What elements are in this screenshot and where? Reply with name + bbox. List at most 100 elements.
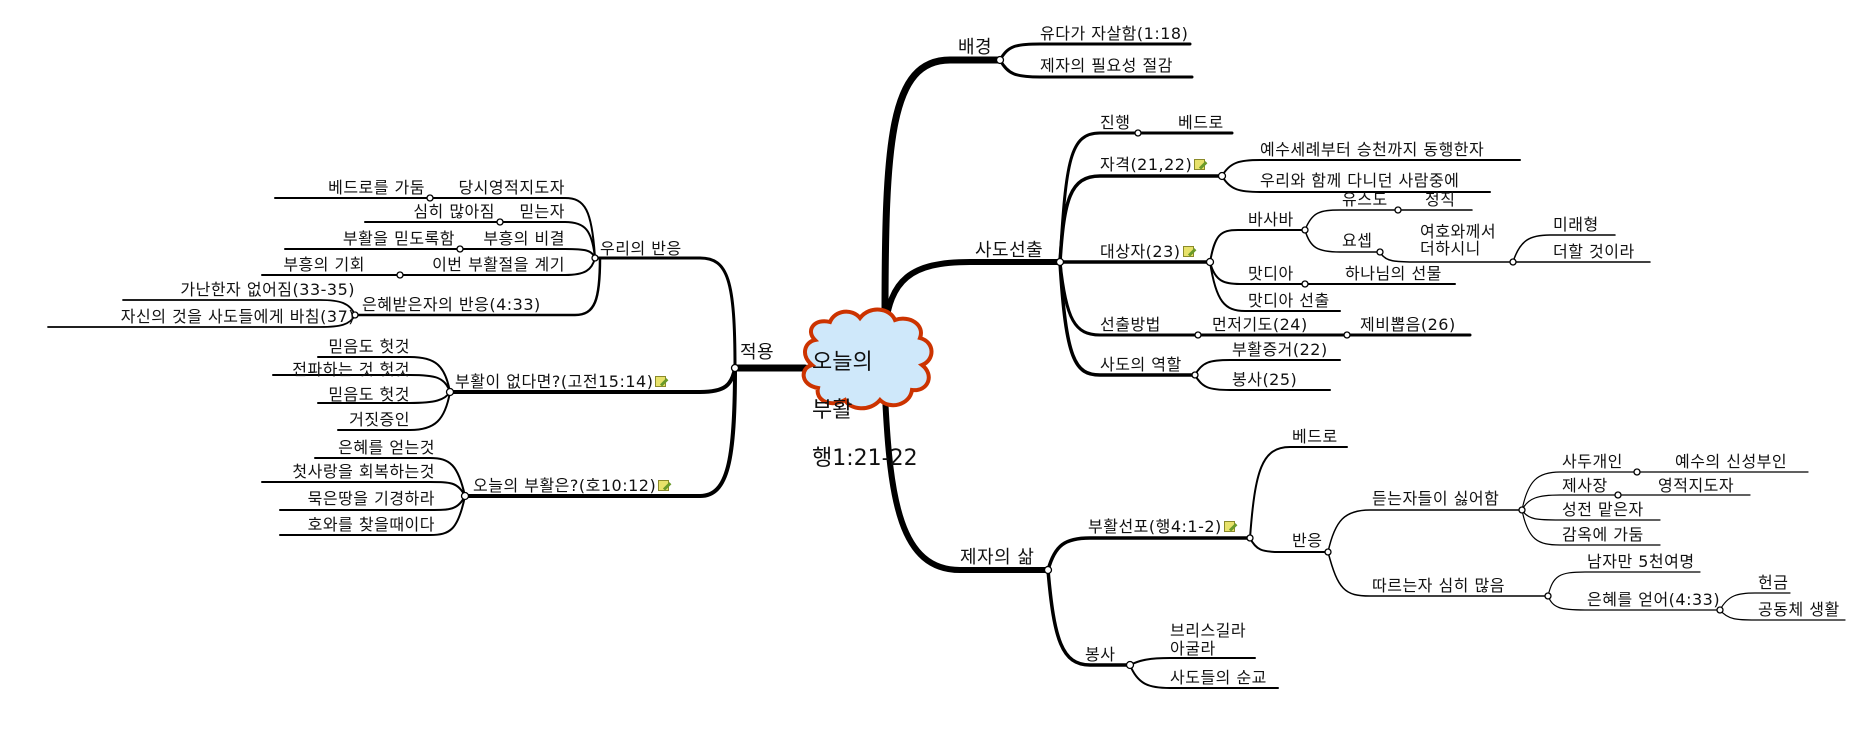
topic-break-ground[interactable]: 묵은땅을 기경하라 bbox=[307, 489, 435, 508]
topic-matthias-selected[interactable]: 맛디아 선출 bbox=[1248, 291, 1330, 310]
topic-qual-1[interactable]: 예수세례부터 승천까지 동행한자 bbox=[1260, 140, 1485, 159]
topic-matthias[interactable]: 맛디아 bbox=[1248, 264, 1294, 283]
node-dot bbox=[1614, 491, 1622, 499]
node-dot bbox=[1205, 257, 1215, 267]
node-dot bbox=[1191, 371, 1199, 379]
topic-background[interactable]: 배경 bbox=[958, 37, 993, 58]
node-dot bbox=[460, 491, 470, 501]
topic-five-thousand[interactable]: 남자만 5천여명 bbox=[1587, 552, 1695, 571]
node-dot bbox=[1043, 565, 1053, 575]
topic-our-response[interactable]: 우리의 반응 bbox=[600, 239, 682, 258]
central-topic[interactable]: 오늘의 부활 행1:21-22 bbox=[812, 327, 918, 495]
topic-peter-2[interactable]: 베드로 bbox=[1292, 427, 1338, 446]
topic-martyrdom[interactable]: 사도들의 순교 bbox=[1170, 668, 1267, 687]
topic-justus-child[interactable]: 정직 bbox=[1425, 190, 1456, 209]
note-pencil-icon[interactable] bbox=[658, 479, 673, 492]
topic-joseph-meaning[interactable]: 여호와께서 더하시니 bbox=[1420, 222, 1497, 258]
topic-priests[interactable]: 제사장 bbox=[1562, 476, 1608, 495]
topic-prayer-first[interactable]: 먼저기도(24) bbox=[1212, 315, 1308, 334]
topic-faith-vain-2[interactable]: 믿음도 헛것 bbox=[328, 385, 410, 404]
topic-temple-guard[interactable]: 성전 맡은자 bbox=[1562, 500, 1644, 519]
topic-seek-lord[interactable]: 호와를 찾을때이다 bbox=[307, 515, 435, 534]
node-dot bbox=[1376, 248, 1384, 256]
topic-application[interactable]: 적용 bbox=[740, 342, 775, 363]
topic-joseph[interactable]: 요셉 bbox=[1342, 231, 1373, 250]
topic-witness[interactable]: 부활증거(22) bbox=[1232, 340, 1328, 359]
node-dot bbox=[730, 363, 740, 373]
topic-method[interactable]: 선출방법 bbox=[1100, 315, 1161, 334]
topic-todays-resurrection[interactable]: 오늘의 부활은?(호10:12) bbox=[473, 477, 673, 495]
topic-revival-secret[interactable]: 부흥의 비결 bbox=[483, 229, 565, 248]
topic-priscilla-aquila[interactable]: 브리스길라 아굴라 bbox=[1170, 621, 1247, 658]
topic-peter-1[interactable]: 베드로 bbox=[1178, 113, 1224, 132]
node-dot bbox=[591, 254, 599, 262]
topic-faith-vain-1[interactable]: 믿음도 헛것 bbox=[328, 337, 410, 356]
topic-service-25[interactable]: 봉사(25) bbox=[1232, 370, 1298, 389]
topic-false-witness[interactable]: 거짓증인 bbox=[349, 410, 410, 429]
node-dot bbox=[456, 245, 464, 253]
topic-received-grace[interactable]: 은혜를 얻어(4:33) bbox=[1587, 590, 1721, 609]
topic-gave-to-apostles[interactable]: 자신의 것을 사도들에게 바침(37) bbox=[120, 307, 355, 326]
topic-progress[interactable]: 진행 bbox=[1100, 113, 1131, 132]
topic-apostle-role[interactable]: 사도의 역할 bbox=[1100, 355, 1182, 374]
topic-gift-of-god[interactable]: 하나님의 선물 bbox=[1345, 264, 1442, 283]
topic-no-poor[interactable]: 가난한자 없어짐(33-35) bbox=[180, 280, 355, 299]
topic-leaders-at-the-time[interactable]: 당시영적지도자 bbox=[458, 178, 565, 197]
topic-offering[interactable]: 헌금 bbox=[1758, 573, 1789, 592]
central-line-1: 오늘의 bbox=[812, 350, 873, 375]
topic-qualification[interactable]: 자격(21,22) bbox=[1100, 156, 1209, 174]
topic-receive-grace[interactable]: 은혜를 얻는것 bbox=[338, 438, 435, 457]
note-pencil-icon[interactable] bbox=[1194, 158, 1209, 171]
topic-future-tense[interactable]: 미래형 bbox=[1553, 215, 1599, 234]
node-dot bbox=[1246, 534, 1254, 542]
topic-proclamation[interactable]: 부활선포(행4:1-2) bbox=[1088, 518, 1239, 536]
node-dot bbox=[1194, 331, 1202, 339]
node-dot bbox=[995, 55, 1005, 65]
topic-need-disciples[interactable]: 제자의 필요성 절감 bbox=[1040, 56, 1173, 75]
topic-response[interactable]: 반응 bbox=[1292, 531, 1323, 550]
topic-candidates[interactable]: 대상자(23) bbox=[1100, 243, 1198, 261]
topic-graced-response[interactable]: 은혜받은자의 반응(4:33) bbox=[362, 295, 541, 314]
topic-disciple-life[interactable]: 제자의 삶 bbox=[960, 547, 1035, 568]
node-dot bbox=[1301, 280, 1309, 288]
node-dot bbox=[426, 194, 434, 202]
candidates-text: 대상자(23) bbox=[1100, 242, 1181, 261]
node-dot bbox=[1518, 506, 1526, 514]
topic-justus[interactable]: 유스도 bbox=[1342, 190, 1388, 209]
node-dot bbox=[1544, 592, 1552, 600]
topic-first-love[interactable]: 첫사랑을 회복하는것 bbox=[292, 462, 435, 481]
topic-will-add[interactable]: 더할 것이라 bbox=[1553, 242, 1635, 261]
topic-preaching-vain[interactable]: 전파하는 것 헛것 bbox=[292, 360, 410, 379]
topic-service[interactable]: 봉사 bbox=[1085, 645, 1116, 664]
topic-judas[interactable]: 유다가 자살함(1:18) bbox=[1040, 24, 1189, 43]
topic-barsabbas[interactable]: 바사바 bbox=[1248, 210, 1294, 229]
topic-spiritual-leaders[interactable]: 영적지도자 bbox=[1658, 476, 1735, 495]
note-pencil-icon[interactable] bbox=[1223, 520, 1239, 533]
node-dot bbox=[1134, 129, 1142, 137]
topic-believers[interactable]: 믿는자 bbox=[519, 202, 565, 221]
topic-imprison-peter[interactable]: 베드로를 가둠 bbox=[328, 178, 425, 197]
node-dot bbox=[1217, 171, 1227, 181]
topic-many-followers[interactable]: 따르는자 심히 많음 bbox=[1372, 576, 1505, 595]
topic-greatly-increased[interactable]: 심히 많아짐 bbox=[413, 202, 495, 221]
topic-sadducees[interactable]: 사두개인 bbox=[1562, 452, 1623, 471]
node-dot bbox=[1633, 468, 1641, 476]
topic-community-life[interactable]: 공동체 생활 bbox=[1758, 600, 1840, 619]
node-dot bbox=[445, 387, 455, 397]
note-pencil-icon[interactable] bbox=[1182, 245, 1198, 258]
topic-imprisoned[interactable]: 감옥에 가둠 bbox=[1562, 525, 1644, 544]
topic-apostle-selection[interactable]: 사도선출 bbox=[975, 240, 1044, 261]
node-dot bbox=[1055, 257, 1065, 267]
topic-believe-resurrection[interactable]: 부활을 믿도록함 bbox=[342, 229, 455, 248]
topic-casting-lots[interactable]: 제비뽑음(26) bbox=[1360, 315, 1456, 334]
topic-revival-chance[interactable]: 부흥의 기회 bbox=[283, 255, 365, 274]
topic-qual-2[interactable]: 우리와 함께 다니던 사람중에 bbox=[1260, 171, 1460, 190]
note-pencil-icon[interactable] bbox=[655, 375, 670, 388]
topic-deny-divinity[interactable]: 예수의 신성부인 bbox=[1675, 452, 1788, 471]
node-dot bbox=[396, 271, 404, 279]
topic-hearers-dislike[interactable]: 듣는자들이 싫어함 bbox=[1372, 489, 1500, 508]
todays-resurrection-text: 오늘의 부활은?(호10:12) bbox=[473, 476, 657, 495]
topic-this-easter[interactable]: 이번 부활절을 계기 bbox=[432, 255, 565, 274]
qualification-text: 자격(21,22) bbox=[1100, 155, 1193, 174]
topic-if-no-resurrection[interactable]: 부활이 없다면?(고전15:14) bbox=[455, 373, 670, 391]
